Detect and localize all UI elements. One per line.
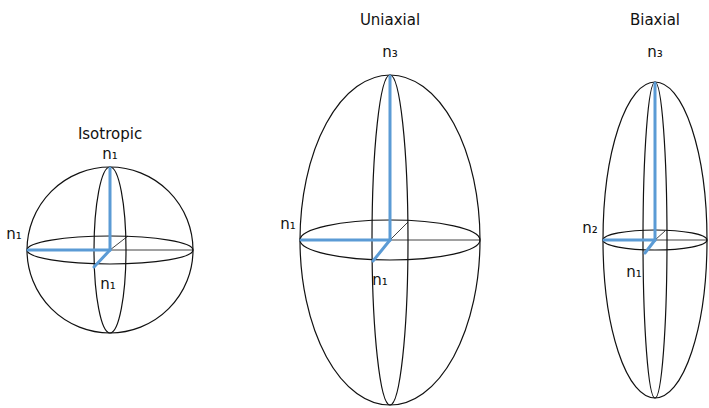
- index-axis: [109, 168, 112, 250]
- index-axis: [645, 240, 655, 253]
- axis-label: n₁: [280, 215, 296, 233]
- axis-line: [390, 240, 480, 241]
- axis-label: n₁: [6, 225, 22, 243]
- index-axis: [604, 239, 655, 242]
- axis-line: [655, 240, 707, 241]
- axis-line: [110, 250, 193, 251]
- index-axis: [28, 249, 110, 252]
- shape-title: Uniaxial: [360, 11, 420, 29]
- shape-title: Isotropic: [78, 125, 142, 143]
- sphere-outline: [27, 167, 193, 333]
- index-axis: [389, 76, 392, 240]
- index-axis: [301, 239, 390, 242]
- axis-label: n₃: [382, 43, 398, 61]
- axis-label: n₂: [582, 219, 598, 237]
- axis-label: n₃: [647, 43, 663, 61]
- axis-label: n₁: [626, 263, 642, 281]
- axis-line: [390, 222, 408, 240]
- axis-label: n₁: [102, 145, 118, 163]
- index-axis: [654, 83, 657, 240]
- axis-line: [110, 236, 128, 250]
- axis-label: n₁: [372, 271, 388, 289]
- shape-title: Biaxial: [630, 11, 680, 29]
- index-axis: [373, 240, 390, 261]
- ellipsoid-outline: [300, 75, 480, 405]
- axis-label: n₁: [100, 275, 116, 293]
- index-axis: [94, 250, 110, 267]
- ellipsoid-outline: [603, 82, 707, 398]
